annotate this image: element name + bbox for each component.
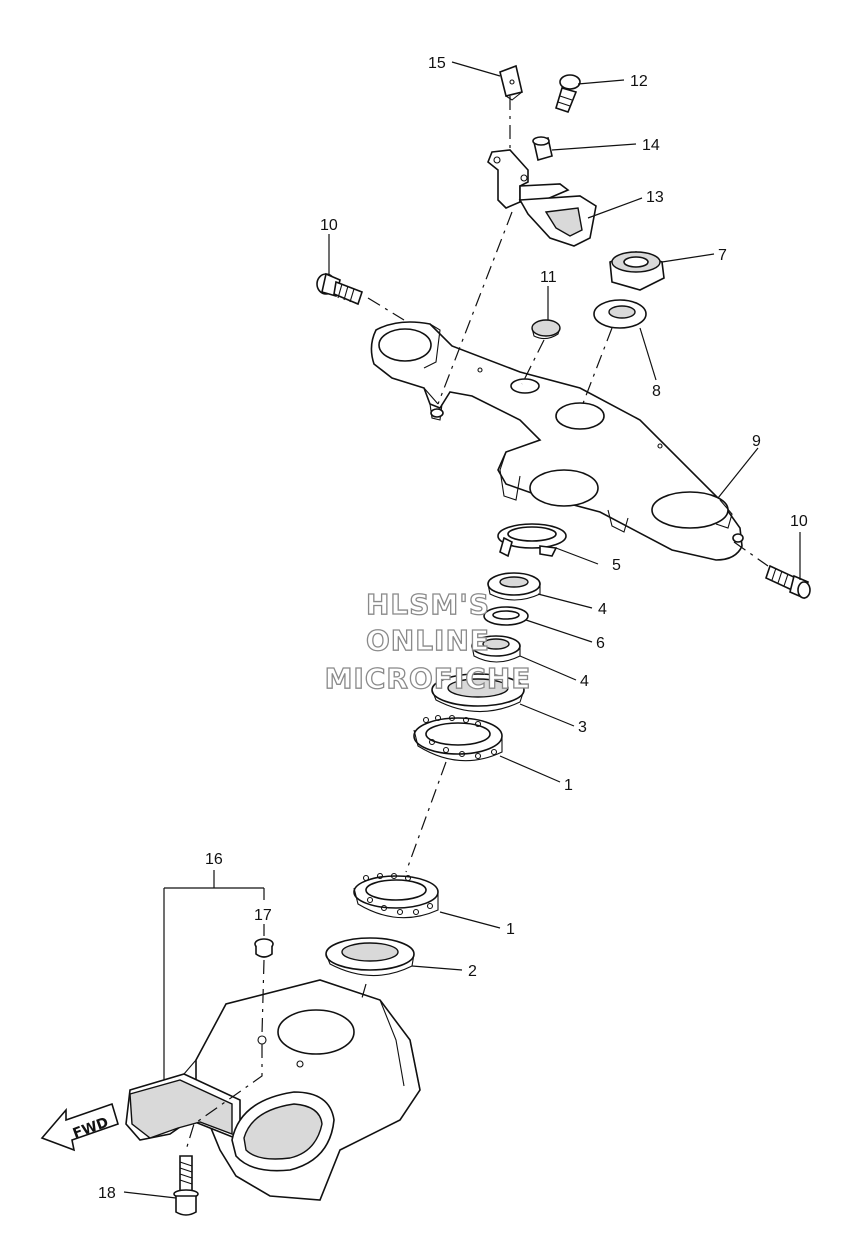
part-4-ring-nut-lower	[471, 635, 521, 663]
part-15-clip	[499, 64, 523, 101]
callout-7: 7	[718, 247, 727, 264]
part-3-cover	[431, 673, 525, 713]
callout-2: 2	[468, 963, 477, 980]
callout-17: 17	[254, 907, 272, 924]
callout-14: 14	[642, 137, 660, 154]
part-6-washer	[483, 606, 529, 626]
part-9-upper-bracket	[370, 321, 744, 561]
callout-13: 13	[646, 189, 664, 206]
part-4-ring-nut-upper	[487, 572, 541, 601]
callout-11: 11	[540, 269, 557, 286]
callout-12: 12	[630, 73, 648, 90]
part-1-bearing-lower	[353, 872, 439, 919]
part-16-under-bracket	[125, 979, 421, 1201]
part-8-washer	[593, 299, 647, 329]
part-12-screw	[555, 74, 581, 113]
callout-4-upper: 4	[598, 601, 607, 618]
part-17-grommet	[254, 938, 274, 958]
part-14-collar	[532, 136, 553, 162]
watermark-line-1: HLSM'S	[366, 588, 490, 621]
callout-4-lower: 4	[580, 673, 589, 690]
part-11-cap	[531, 319, 561, 340]
part-13-bracket	[487, 149, 597, 247]
part-2-seal	[325, 937, 415, 977]
callout-5: 5	[612, 557, 621, 574]
watermark-line-3: MICROFICHE	[325, 662, 532, 695]
part-5-lock-washer	[497, 523, 567, 558]
fwd-arrow: FWD	[40, 1102, 119, 1152]
watermark: HLSM'S ONLINE MICROFICHE	[324, 587, 532, 695]
callout-18: 18	[98, 1185, 116, 1202]
callout-9: 9	[752, 433, 761, 450]
part-10-bolt-upper	[316, 272, 364, 306]
callout-10-lower: 10	[790, 513, 808, 530]
part-1-bearing-upper	[413, 714, 503, 762]
callout-1-upper: 1	[564, 777, 573, 794]
callout-leaders	[123, 61, 801, 1199]
part-10-bolt-lower	[765, 564, 811, 600]
part-18-stem-bolt	[173, 1155, 199, 1216]
callout-10-upper: 10	[320, 217, 338, 234]
alignment-lines	[185, 96, 769, 1151]
callout-8: 8	[652, 383, 661, 400]
part-7-steering-nut	[609, 251, 665, 291]
callout-16: 16	[205, 851, 223, 868]
callout-1-lower: 1	[506, 921, 515, 938]
callout-3: 3	[578, 719, 587, 736]
callout-15: 15	[428, 55, 446, 72]
callout-labels: 15 12 14 13 10 7 11 8 9 10 5 4 6 4 3 1 1…	[98, 55, 808, 1202]
watermark-line-2: ONLINE	[366, 624, 490, 657]
callout-6: 6	[596, 635, 605, 652]
